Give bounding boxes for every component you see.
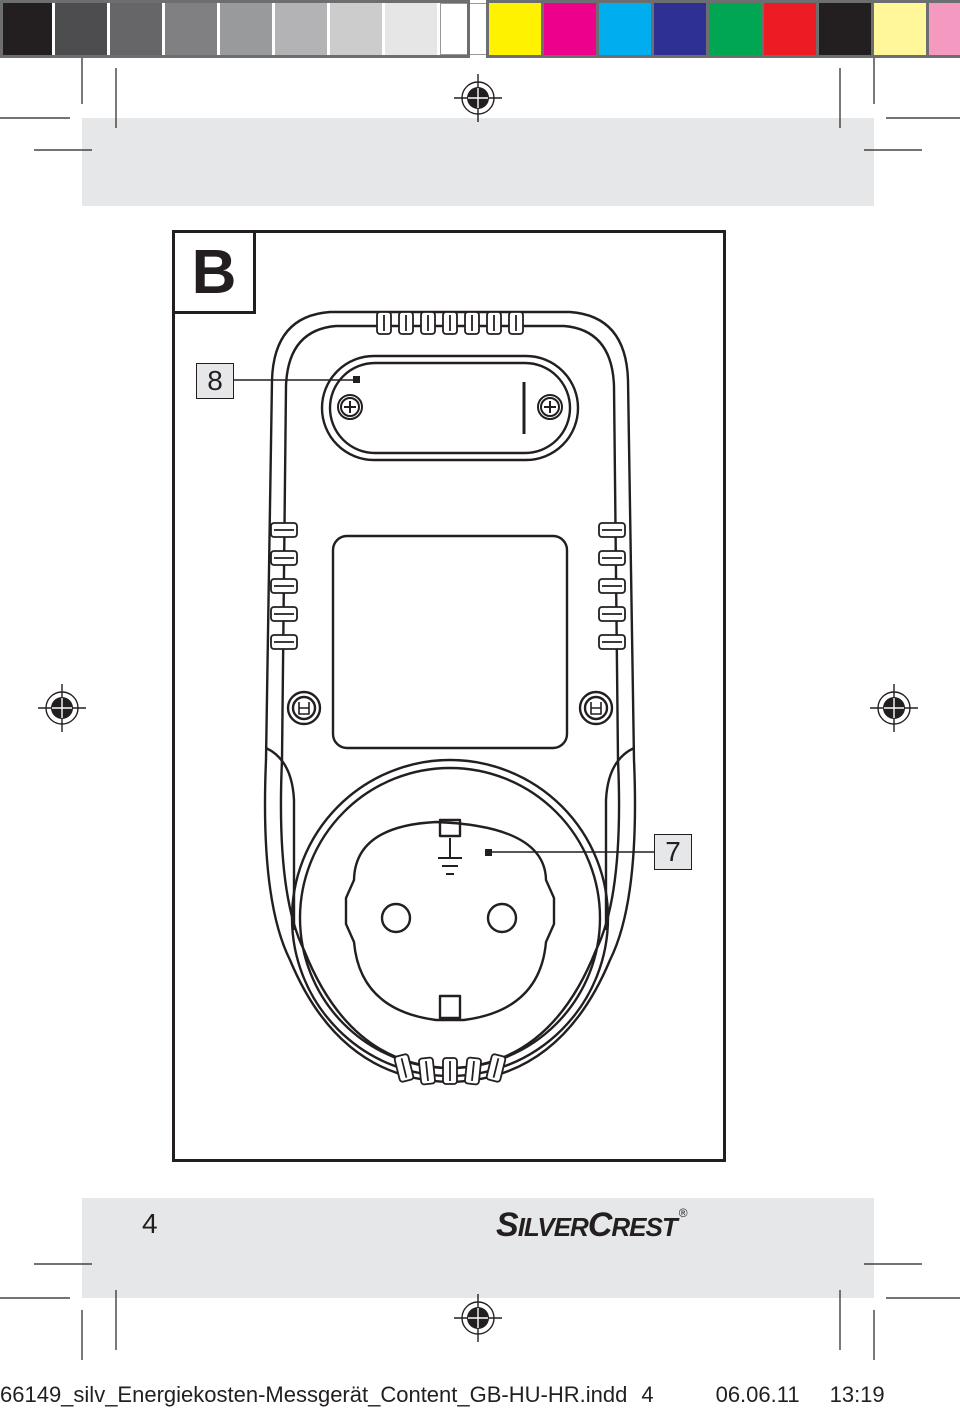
color-swatch (819, 3, 871, 55)
color-swatch (544, 3, 596, 55)
screw-right (578, 690, 614, 726)
gray-swatch (330, 3, 382, 55)
print-slug-line: 66149_silv_Energiekosten-Messgerät_Conte… (0, 1382, 885, 1408)
gray-swatch (165, 3, 217, 55)
page-number: 4 (142, 1208, 158, 1239)
gray-swatch (275, 3, 327, 55)
registration-mark (38, 684, 86, 732)
color-swatch (874, 3, 926, 55)
figure-letter: B (172, 230, 256, 314)
battery-cover (320, 354, 580, 462)
gray-swatch (55, 3, 107, 55)
device-outer-body (263, 310, 637, 1084)
footer-band (82, 1198, 874, 1298)
color-calibration-bar (0, 0, 960, 58)
slug-time: 13:19 (829, 1382, 885, 1407)
socket-pin-hole-left (380, 902, 412, 934)
callout-8: 8 (196, 363, 234, 399)
screw-left (286, 690, 322, 726)
gray-swatch (0, 3, 52, 55)
socket-pin-hole-right (486, 902, 518, 934)
slug-filename: 66149_silv_Energiekosten-Messgerät_Conte… (0, 1382, 628, 1407)
registration-mark (454, 1294, 502, 1342)
socket-face (344, 820, 556, 1022)
color-swatch (489, 3, 541, 55)
gray-swatch (220, 3, 272, 55)
header-band (82, 118, 874, 206)
cover-screw (537, 394, 563, 420)
display-window (331, 534, 569, 750)
slug-date: 06.06.11 (715, 1382, 800, 1407)
gray-swatch (110, 3, 162, 55)
cover-screw (337, 394, 363, 420)
color-swatch (709, 3, 761, 55)
socket-outer-ring (290, 758, 610, 1078)
color-swatch (929, 3, 960, 55)
color-swatch (599, 3, 651, 55)
registration-mark (870, 684, 918, 732)
color-swatch (764, 3, 816, 55)
brand-logo: SILVERCREST® (496, 1206, 688, 1244)
gray-swatch (385, 3, 437, 55)
slug-page: 4 (641, 1382, 654, 1407)
registration-mark (454, 74, 502, 122)
callout-7: 7 (654, 834, 692, 870)
color-swatch (654, 3, 706, 55)
gray-swatch (440, 3, 492, 55)
